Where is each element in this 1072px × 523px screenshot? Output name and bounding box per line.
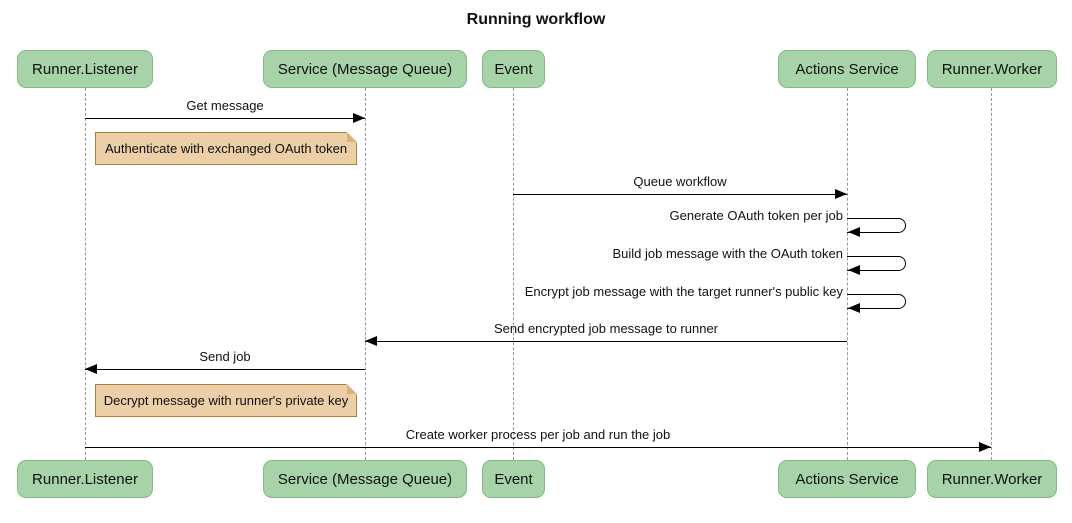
note-text: Decrypt message with runner's private ke… xyxy=(103,393,349,408)
arrowhead-right-icon xyxy=(835,189,847,199)
self-loop-line xyxy=(847,256,906,271)
actor-event-top: Event xyxy=(482,50,545,88)
message-line xyxy=(85,369,365,370)
actor-service-message-queue-bottom: Service (Message Queue) xyxy=(263,460,467,498)
actor-label: Actions Service xyxy=(795,470,899,488)
actor-label: Event xyxy=(494,470,533,488)
message-line xyxy=(365,341,847,342)
lifeline-actions-service xyxy=(847,88,848,460)
message-line xyxy=(85,118,365,119)
message-line xyxy=(85,447,991,448)
lifeline-service-message-queue xyxy=(365,88,366,460)
note-authenticate: Authenticate with exchanged OAuth token xyxy=(95,132,357,165)
note-fold-icon xyxy=(347,132,357,142)
actor-actions-service-top: Actions Service xyxy=(778,50,916,88)
actor-label: Service (Message Queue) xyxy=(277,470,453,488)
arrowhead-right-icon xyxy=(353,113,365,123)
actor-label: Runner.Listener xyxy=(32,470,138,488)
message-label: Send encrypted job message to runner xyxy=(493,321,719,336)
lifeline-event xyxy=(513,88,514,460)
message-label: Generate OAuth token per job xyxy=(669,208,843,223)
message-label: Create worker process per job and run th… xyxy=(405,427,671,442)
actor-label: Runner.Worker xyxy=(941,470,1043,488)
actor-label: Actions Service xyxy=(795,60,899,78)
arrowhead-left-icon xyxy=(848,227,860,237)
arrowhead-left-icon xyxy=(85,364,97,374)
note-text: Authenticate with exchanged OAuth token xyxy=(104,141,348,156)
actor-runner-listener-top: Runner.Listener xyxy=(17,50,153,88)
message-label: Encrypt job message with the target runn… xyxy=(524,284,843,299)
arrowhead-left-icon xyxy=(365,336,377,346)
message-label: Get message xyxy=(186,98,264,113)
arrowhead-left-icon xyxy=(848,303,860,313)
message-label: Queue workflow xyxy=(633,174,727,189)
actor-label: Event xyxy=(494,60,533,78)
actor-label: Runner.Listener xyxy=(32,60,138,78)
note-fold-icon xyxy=(347,384,357,394)
lifeline-runner-listener xyxy=(85,88,86,460)
actor-label: Runner.Worker xyxy=(941,60,1043,78)
actor-event-bottom: Event xyxy=(482,460,545,498)
arrowhead-right-icon xyxy=(979,442,991,452)
actor-runner-worker-top: Runner.Worker xyxy=(927,50,1057,88)
arrowhead-left-icon xyxy=(848,265,860,275)
message-line xyxy=(513,194,847,195)
message-label: Build job message with the OAuth token xyxy=(612,246,843,261)
actor-runner-listener-bottom: Runner.Listener xyxy=(17,460,153,498)
self-loop-line xyxy=(847,218,906,233)
actor-runner-worker-bottom: Runner.Worker xyxy=(927,460,1057,498)
note-decrypt: Decrypt message with runner's private ke… xyxy=(95,384,357,417)
actor-service-message-queue-top: Service (Message Queue) xyxy=(263,50,467,88)
self-loop-line xyxy=(847,294,906,309)
diagram-title: Running workflow xyxy=(466,11,606,28)
actor-actions-service-bottom: Actions Service xyxy=(778,460,916,498)
actor-label: Service (Message Queue) xyxy=(277,60,453,78)
message-label: Send job xyxy=(199,349,251,364)
lifeline-runner-worker xyxy=(991,88,992,460)
